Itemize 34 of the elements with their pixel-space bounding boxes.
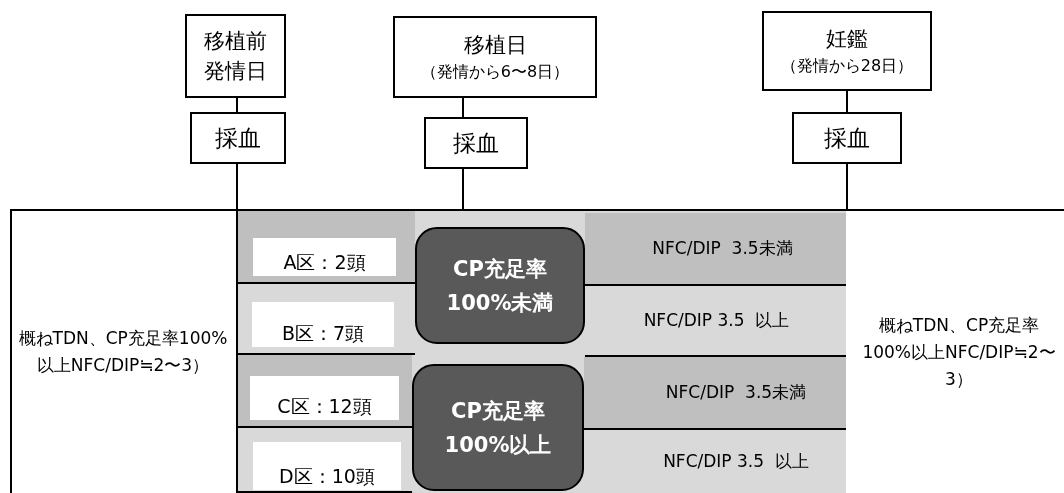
- event-box: [762, 11, 932, 91]
- ratio-text: NFC/DIP 3.5 以上: [663, 449, 809, 473]
- cp-rate-box: CP充足率100%未満: [415, 227, 585, 344]
- event-box: [185, 14, 286, 98]
- connector-line: [236, 97, 238, 113]
- feeding-condition-cell: [10, 209, 238, 493]
- connector-line: [236, 163, 238, 210]
- event-note: （発情から28日）: [780, 55, 914, 77]
- group-label: D区：10頭: [253, 442, 401, 490]
- group-label: A区：2頭: [253, 238, 396, 276]
- connector-line: [462, 168, 464, 210]
- condition-text: 概ねTDN、CP充足率100%以上NFC/DIP≒2〜3）: [17, 327, 229, 377]
- blood-sampling-box: 採血: [792, 112, 902, 164]
- ratio-text: NFC/DIP 3.5未満: [665, 380, 807, 404]
- event-title: 妊鑑: [825, 26, 869, 53]
- event-title: 移植日: [462, 32, 528, 59]
- event-note: （発情から6〜8日）: [420, 61, 570, 83]
- ratio-row: [584, 357, 848, 430]
- blood-sampling-box: 採血: [424, 117, 528, 169]
- condition-text: 概ねTDN、CP充足率100%以上NFC/DIP≒2〜3）: [861, 313, 1057, 391]
- connector-line: [462, 97, 464, 118]
- ratio-row: [585, 213, 848, 286]
- event-box: [393, 16, 597, 98]
- group-label: C区：12頭: [250, 376, 399, 420]
- event-title: 移植前発情日: [203, 28, 268, 85]
- connector-line: [846, 163, 848, 210]
- feeding-condition-cell: [846, 209, 1064, 493]
- connector-line: [846, 90, 848, 113]
- cp-rate-box: CP充足率100%以上: [412, 364, 584, 491]
- blood-sampling-box: 採血: [190, 112, 286, 164]
- group-label: B区：7頭: [252, 302, 394, 347]
- group-panel: [236, 209, 848, 493]
- ratio-text: NFC/DIP 3.5 以上: [643, 308, 790, 332]
- ratio-text: NFC/DIP 3.5未満: [652, 236, 793, 260]
